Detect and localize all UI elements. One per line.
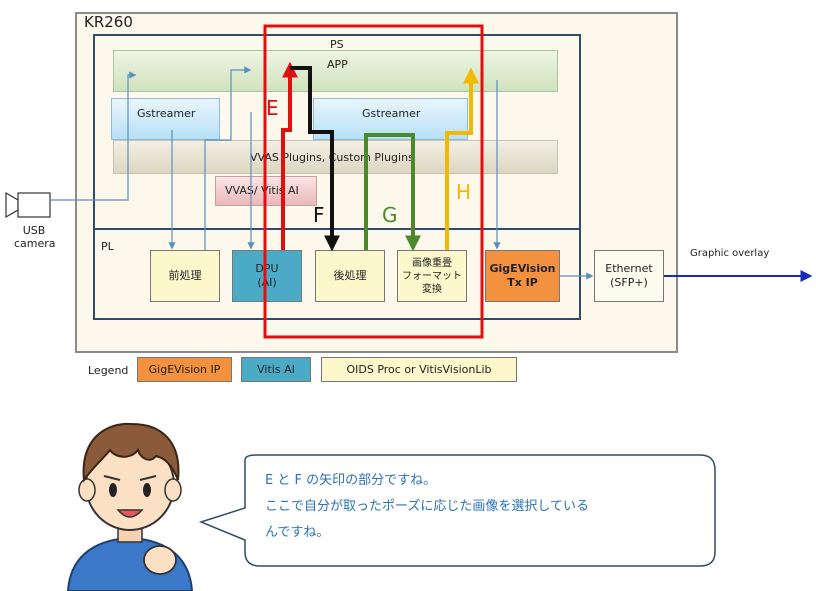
vvas-vitis-ai-label: VVAS/ Vitis AI bbox=[225, 184, 299, 197]
arrow-label-g: G bbox=[382, 203, 398, 227]
arrow-label-e: E bbox=[266, 96, 279, 120]
preprocess-block: 前処理 bbox=[150, 250, 220, 302]
speech-text: E と F の矢印の部分ですね。 ここで自分が取ったポーズに応じた画像を選択して… bbox=[265, 473, 589, 540]
board-label: KR260 bbox=[84, 13, 133, 31]
ps-label: PS bbox=[330, 38, 344, 51]
app-label: APP bbox=[327, 58, 348, 71]
pl-label: PL bbox=[101, 240, 114, 253]
overlay-format-block: 画像重畳フォーマット変換 bbox=[397, 250, 467, 302]
arrow-label-h: H bbox=[456, 180, 472, 204]
graphic-overlay-label: Graphic overlay bbox=[690, 248, 770, 259]
gstreamer-right-label: Gstreamer bbox=[362, 107, 421, 120]
app-layer bbox=[113, 50, 558, 92]
gstreamer-left-label: Gstreamer bbox=[137, 107, 196, 120]
speech-bubble bbox=[198, 454, 716, 567]
legend-oids-proc: OIDS Proc or VitisVisionLib bbox=[321, 357, 517, 382]
vvas-plugins-layer bbox=[113, 140, 558, 174]
pl-region bbox=[93, 230, 581, 320]
dpu-block: DPU(AI) bbox=[232, 250, 302, 302]
legend-vitis-ai: Vitis AI bbox=[241, 357, 311, 382]
postprocess-block: 後処理 bbox=[315, 250, 385, 302]
highlight-box bbox=[263, 24, 484, 339]
usb-camera-icon bbox=[5, 191, 51, 219]
gstreamer-left bbox=[111, 98, 220, 140]
legend-title: Legend bbox=[88, 364, 129, 377]
ethernet-block: Ethernet(SFP+) bbox=[594, 250, 664, 302]
ps-region bbox=[93, 34, 581, 230]
arrow-label-f: F bbox=[313, 203, 325, 227]
legend-gigevision: GigEVision IP bbox=[137, 357, 232, 382]
character-illustration bbox=[66, 422, 194, 591]
